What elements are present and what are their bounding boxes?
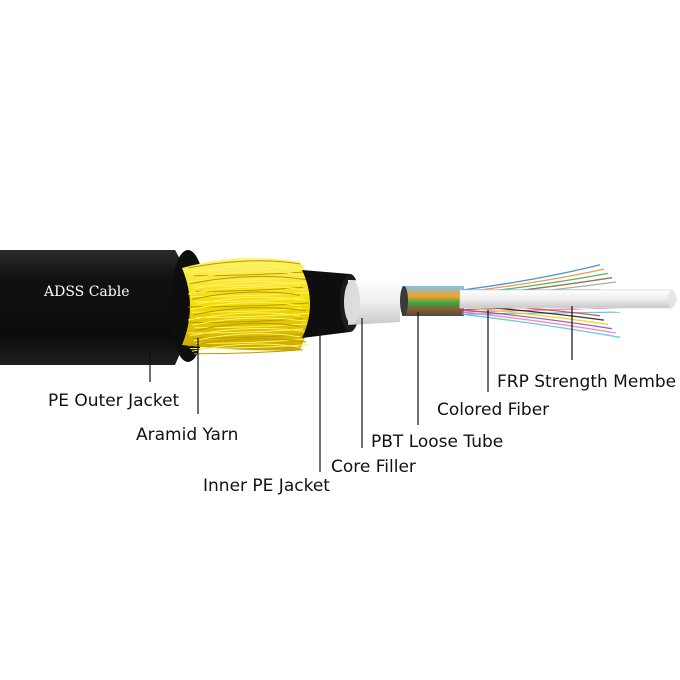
aramid-strand xyxy=(189,292,310,298)
aramid-strand xyxy=(187,338,307,347)
aramid-strand xyxy=(191,343,301,352)
label-core-filler: Core Filler xyxy=(331,457,416,477)
label-aramid-yarn: Aramid Yarn xyxy=(136,425,238,445)
colored-fiber-strand xyxy=(461,306,609,326)
aramid-strand xyxy=(193,307,307,316)
aramid-strand xyxy=(187,312,301,321)
label-pe-outer-jacket: PE Outer Jacket xyxy=(48,391,180,411)
aramid-strand xyxy=(193,323,310,329)
aramid-strand xyxy=(193,349,304,355)
aramid-strand xyxy=(191,291,301,300)
colored-fiber-strand xyxy=(461,309,613,330)
frp-strength-member-shape xyxy=(459,289,677,309)
aramid-strand xyxy=(191,281,310,287)
label-frp-strength-member: FRP Strength Membe xyxy=(497,372,676,392)
aramid-yarn-shape xyxy=(182,258,311,355)
aramid-strand xyxy=(187,260,301,269)
leader-lines xyxy=(149,306,573,472)
label-inner-pe-jacket: Inner PE Jacket xyxy=(203,476,330,496)
aramid-strand xyxy=(189,301,301,311)
cable-label: ADSS Cable xyxy=(43,284,130,300)
aramid-strand xyxy=(193,281,301,290)
aramid-strand xyxy=(189,327,307,337)
colored-fiber-strand xyxy=(461,313,621,338)
aramid-strand xyxy=(187,286,307,295)
label-colored-fiber: Colored Fiber xyxy=(437,400,549,420)
pbt-loose-tube-shape xyxy=(400,286,464,316)
colored-fiber-strand xyxy=(461,264,601,291)
core-filler-shape xyxy=(344,280,400,325)
aramid-strand xyxy=(195,270,301,279)
aramid-strand xyxy=(195,296,307,305)
aramid-strand xyxy=(195,322,301,331)
aramid-strand xyxy=(195,312,310,318)
aramid-strand xyxy=(189,275,307,285)
aramid-strand xyxy=(193,333,301,342)
aramid-strand xyxy=(189,344,310,350)
colored-fiber-strand xyxy=(461,311,617,334)
pe-outer-jacket-shape xyxy=(0,250,206,365)
aramid-strand xyxy=(191,317,307,326)
aramid-strand xyxy=(191,333,310,339)
aramid-strand xyxy=(191,265,307,274)
label-pbt-loose-tube: PBT Loose Tube xyxy=(371,432,503,452)
aramid-strand xyxy=(193,271,310,277)
